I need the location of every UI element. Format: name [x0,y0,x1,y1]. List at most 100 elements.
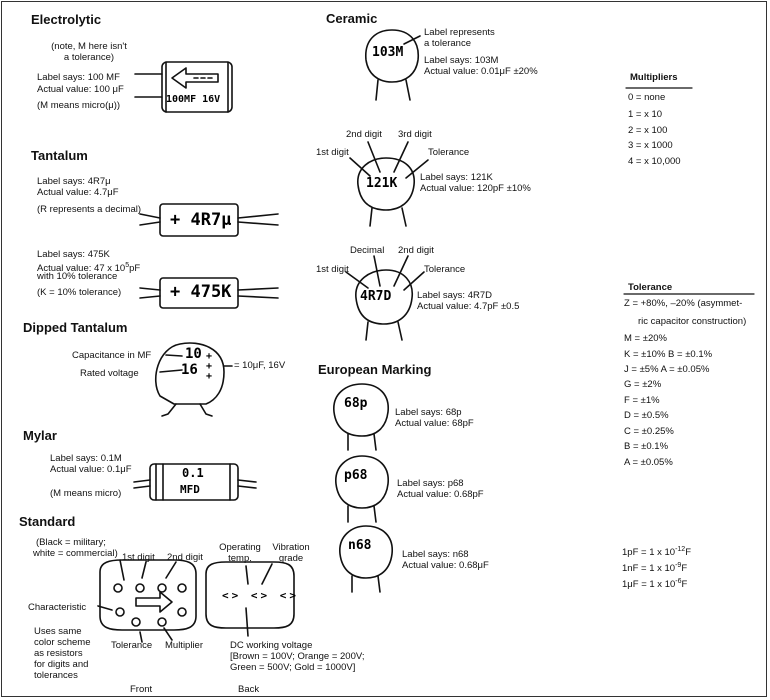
mylar-capacitor-drawing [133,463,257,501]
european-n68-drawing [339,525,393,593]
tolerance-row: K = ±10% B = ±0.1% [624,349,713,360]
standard-uses-line5: tolerances [34,670,78,681]
electrolytic-label-says: Label says: 100 MF [37,72,120,83]
standard-uses-line3: as resistors [34,648,83,659]
electrolytic-actual-value: Actual value: 100 μF [37,84,124,95]
european-68p-marking: 68p [344,396,368,411]
tolerance-row: Z = +80%, –20% (asymmet- [624,298,743,309]
unit-conversion-row: 1nF = 1 x 10-9F [622,562,688,575]
multiplier-row: 2 = x 100 [628,125,668,136]
dipped-tantalum-heading: Dipped Tantalum [23,320,128,335]
standard-back-drawing [205,561,295,637]
ceramic-103m-actual-value: Actual value: 0.01μF ±20% [424,66,538,77]
electrolytic-body-marking: 100MF 16V [166,94,221,105]
ceramic-represents-line2: a tolerance [424,38,472,49]
tolerance-row: D = ±0.5% [624,410,669,421]
multipliers-heading: Multipliers [630,72,678,83]
dipped-plus-marks: +++ [206,351,213,382]
dipped-top-number: 10 [185,346,202,362]
mylar-heading: Mylar [23,428,57,443]
ceramic-4r7d-marking: 4R7D [360,289,392,304]
european-p68-drawing [335,455,389,523]
ceramic-121k-tolerance: Tolerance [428,147,470,158]
tantalum-a-actual-value: Actual value: 4.7μF [37,187,119,198]
european-heading: European Marking [318,362,432,377]
mylar-label-says: Label says: 0.1M [50,453,122,464]
multiplier-row: 1 = x 10 [628,109,663,120]
ceramic-4r7d-actual-value: Actual value: 4.7pF ±0.5 [417,301,520,312]
ceramic-121k-actual-value: Actual value: 120pF ±10% [420,183,531,194]
tantalum-4r7-drawing [139,203,279,237]
european-68p-label-says: Label says: 68p [395,407,462,418]
standard-operating-line1: Operating [219,542,261,553]
european-p68-marking: p68 [344,468,368,483]
european-68p-actual-value: Actual value: 68pF [395,418,474,429]
european-68p-drawing [333,383,389,451]
standard-front-caption: Front [130,684,153,695]
tantalum-b-body-marking: + 475K [170,282,232,302]
ceramic-121k-label-says: Label says: 121K [420,172,493,183]
ceramic-4r7d-second-digit: 2nd digit [398,245,434,256]
european-n68-marking: n68 [348,538,372,553]
european-p68-actual-value: Actual value: 0.68pF [397,489,484,500]
ceramic-4r7d-first-digit: 1st digit [316,264,349,275]
ceramic-121k-second-digit: 2nd digit [346,129,382,140]
standard-second-digit: 2nd digit [167,552,203,563]
multiplier-row: 0 = none [628,92,666,103]
tantalum-b-with-tolerance: with 10% tolerance [37,271,118,282]
european-n68-label-says: Label says: n68 [402,549,469,560]
tolerance-row: C = ±0.25% [624,426,674,437]
standard-black-note-line1: (Black = military; [36,537,106,548]
ceramic-121k-marking: 121K [366,176,398,191]
ceramic-4r7d-drawing [345,255,425,341]
ceramic-121k-third-digit: 3rd digit [398,129,432,140]
tantalum-a-label-says: Label says: 4R7μ [37,176,111,187]
standard-uses-line1: Uses same [34,626,82,637]
standard-first-digit: 1st digit [122,552,155,563]
dipped-capacitance-label: Capacitance in MF [72,350,152,361]
standard-uses-line4: for digits and [34,659,89,670]
tantalum-b-note: (K = 10% tolerance) [37,287,122,298]
ceramic-103m-drawing [365,29,421,101]
dipped-tantalum-drawing [155,342,233,417]
mylar-actual-value: Actual value: 0.1μF [50,464,132,475]
standard-heading: Standard [19,514,76,529]
tantalum-a-body-marking: + 4R7μ [170,210,232,230]
ceramic-121k-drawing [349,141,429,227]
ceramic-4r7d-decimal: Decimal [350,245,385,256]
unit-conversion-row: 1μF = 1 x 10-6F [622,578,688,591]
standard-uses-line2: color scheme [34,637,91,648]
tolerance-row: B = ±0.1% [624,441,669,452]
ceramic-represents-line1: Label represents [424,27,495,38]
electrolytic-note-line2: a tolerance) [63,52,115,63]
electrolytic-note-line1: (note, M here isn't [51,41,127,52]
dipped-result: = 10μF, 16V [234,360,286,371]
ceramic-4r7d-tolerance: Tolerance [424,264,466,275]
standard-operating-line2: temp. [228,553,252,564]
tantalum-475k-drawing [139,277,279,309]
mylar-body-bottom: MFD [180,483,200,496]
tantalum-b-actual-value: Actual value: 47 x 105pF [37,262,141,275]
tolerance-row: F = ±1% [624,395,660,406]
tolerance-row: G = ±2% [624,379,662,390]
tolerance-row: A = ±0.05% [624,457,673,468]
standard-characteristic: Characteristic [28,602,87,613]
electrolytic-meaning: (M means micro(μ)) [37,100,121,111]
standard-dc-line1: DC working voltage [230,640,313,651]
ceramic-heading: Ceramic [326,11,378,26]
electrolytic-capacitor-drawing [134,61,233,113]
tolerance-heading: Tolerance [628,282,673,293]
standard-dc-line3: Green = 500V; Gold = 1000V] [230,662,356,673]
ceramic-4r7d-label-says: Label says: 4R7D [417,290,492,301]
unit-conversion-row: 1pF = 1 x 10-12F [622,546,692,559]
dipped-bottom-number: 16 [181,362,198,378]
ceramic-103m-label-says: Label says: 103M [424,55,499,66]
tolerance-row: J = ±5% A = ±0.05% [624,364,710,375]
standard-front-drawing [97,559,197,643]
multiplier-row: 3 = x 1000 [628,140,673,151]
standard-dc-line2: [Brown = 100V; Orange = 200V; [230,651,365,662]
multiplier-row: 4 = x 10,000 [628,156,681,167]
